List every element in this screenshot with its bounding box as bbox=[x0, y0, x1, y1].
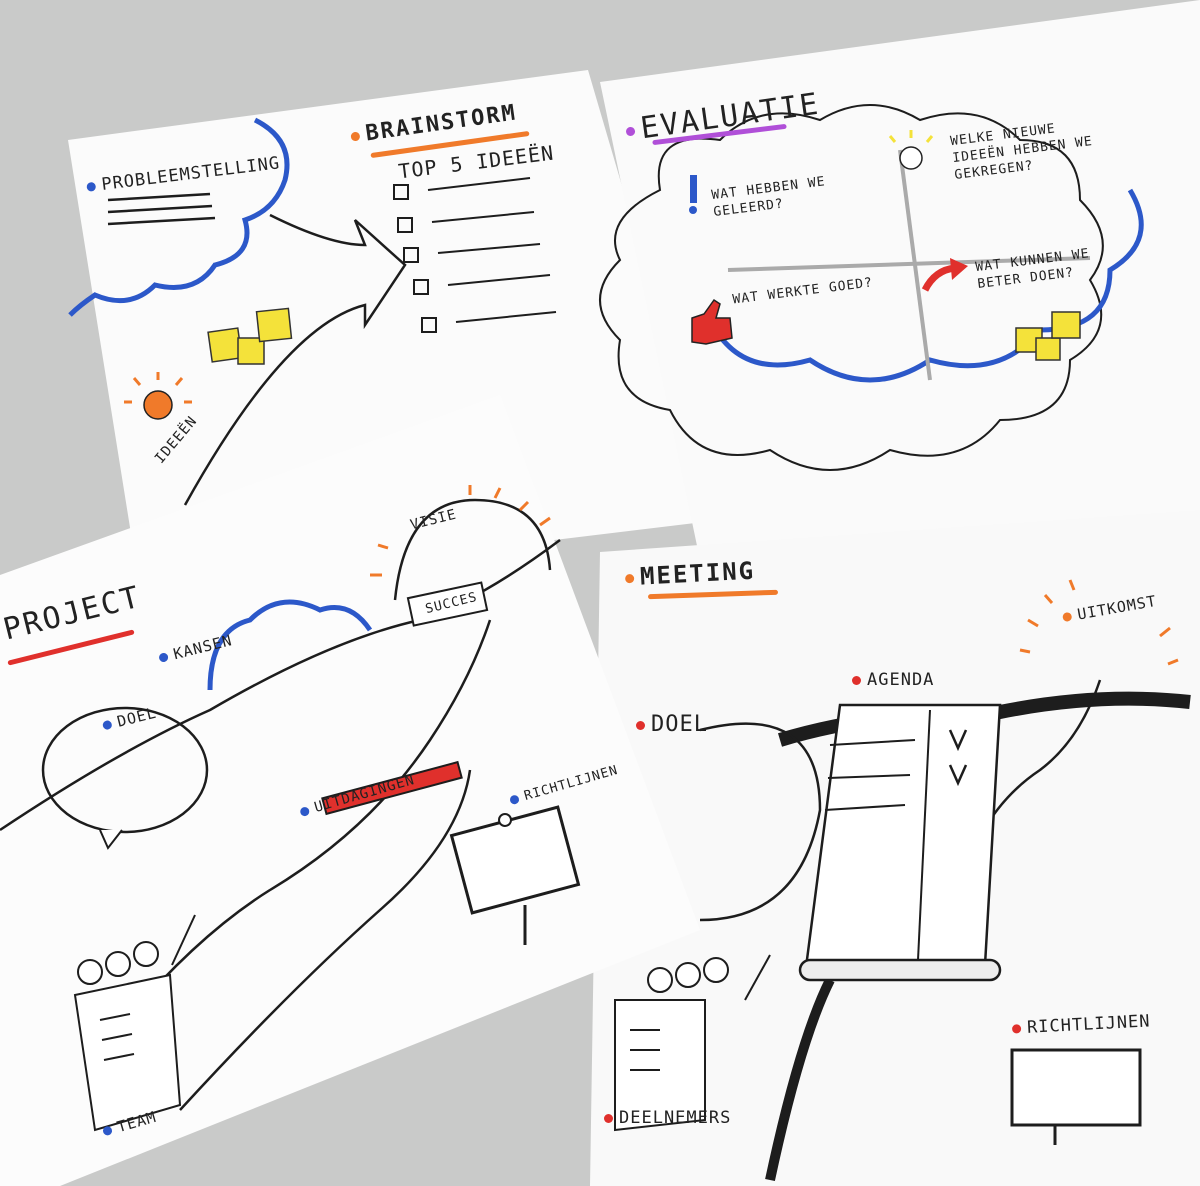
signboard-icon bbox=[449, 805, 581, 945]
sunburst-icon bbox=[1019, 579, 1179, 666]
participants-icon bbox=[614, 954, 771, 1132]
obstacle-bar bbox=[321, 760, 463, 816]
deelnemers-label: DEELNEMERS bbox=[604, 1108, 731, 1128]
flag-icon bbox=[406, 581, 489, 627]
horizontal-axis bbox=[727, 256, 1091, 272]
thumbs-up-icon bbox=[691, 298, 733, 345]
lightbulb-icon bbox=[888, 130, 934, 170]
team-icon bbox=[73, 914, 196, 1132]
exclamation-icon bbox=[689, 175, 697, 214]
arrow-icon bbox=[183, 213, 407, 506]
agenda-scroll-icon bbox=[798, 703, 1002, 982]
sunburst-icon bbox=[370, 485, 551, 577]
meeting-doel-label: DOEL bbox=[636, 712, 708, 737]
lightbulb-icon bbox=[124, 372, 192, 420]
agenda-label: AGENDA bbox=[852, 670, 934, 690]
sticky-notes-icon bbox=[1015, 311, 1081, 361]
checkbox-list bbox=[393, 177, 557, 333]
goal-bubble bbox=[41, 706, 209, 834]
problem-cloud bbox=[68, 117, 290, 317]
sticky-notes-icon bbox=[207, 307, 293, 365]
signboard-icon bbox=[1010, 1048, 1142, 1145]
